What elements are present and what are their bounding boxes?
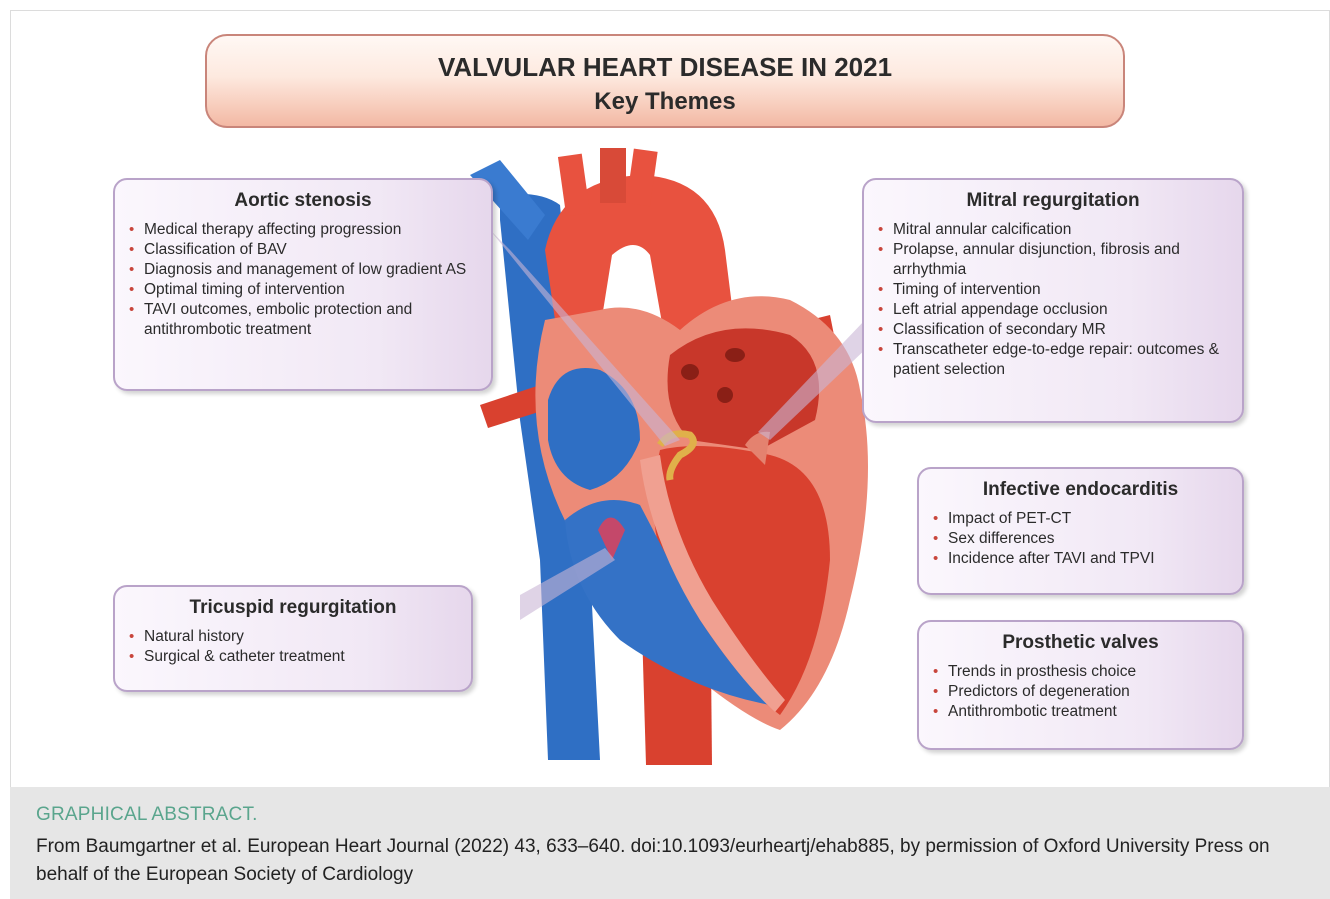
list-item: Diagnosis and management of low gradient…	[129, 260, 485, 280]
list-item: Classification of secondary MR	[878, 320, 1236, 340]
aortic-stenosis-heading: Aortic stenosis	[115, 180, 491, 212]
list-item: TAVI outcomes, embolic protection and an…	[129, 300, 485, 340]
list-item: Classification of BAV	[129, 240, 485, 260]
list-item: Sex differences	[933, 529, 1236, 549]
list-item: Optimal timing of intervention	[129, 280, 485, 300]
prosthetic-valves-heading: Prosthetic valves	[919, 622, 1242, 654]
list-item: Predictors of degeneration	[933, 682, 1236, 702]
list-item: Transcatheter edge-to-edge repair: outco…	[878, 340, 1236, 380]
mitral-regurgitation-box: Mitral regurgitation Mitral annular calc…	[862, 178, 1244, 423]
list-item: Incidence after TAVI and TPVI	[933, 549, 1236, 569]
list-item: Trends in prosthesis choice	[933, 662, 1236, 682]
list-item: Natural history	[129, 627, 465, 647]
list-item: Prolapse, annular disjunction, fibrosis …	[878, 240, 1236, 280]
list-item: Timing of intervention	[878, 280, 1236, 300]
tricuspid-regurgitation-box: Tricuspid regurgitation Natural history …	[113, 585, 473, 692]
diagram-title: VALVULAR HEART DISEASE IN 2021	[207, 52, 1123, 83]
artery-branch-2	[600, 148, 626, 203]
list-item: Surgical & catheter treatment	[129, 647, 465, 667]
list-item: Antithrombotic treatment	[933, 702, 1236, 722]
diagram-subtitle: Key Themes	[207, 88, 1123, 116]
mitral-regurgitation-heading: Mitral regurgitation	[864, 180, 1242, 212]
list-item: Impact of PET-CT	[933, 509, 1236, 529]
list-item: Medical therapy affecting progression	[129, 220, 485, 240]
caption-label: GRAPHICAL ABSTRACT.	[36, 804, 258, 826]
artery-branch-1	[558, 154, 590, 217]
aortic-stenosis-box: Aortic stenosis Medical therapy affectin…	[113, 178, 493, 391]
list-item: Left atrial appendage occlusion	[878, 300, 1236, 320]
graphical-abstract: VALVULAR HEART DISEASE IN 2021 Key Theme…	[0, 0, 1330, 780]
infective-endocarditis-box: Infective endocarditis Impact of PET-CT …	[917, 467, 1244, 595]
caption-area: GRAPHICAL ABSTRACT. From Baumgartner et …	[10, 787, 1330, 899]
title-box: VALVULAR HEART DISEASE IN 2021 Key Theme…	[205, 34, 1125, 128]
tricuspid-regurgitation-heading: Tricuspid regurgitation	[115, 587, 471, 619]
caption-text: From Baumgartner et al. European Heart J…	[36, 833, 1316, 889]
prosthetic-valves-box: Prosthetic valves Trends in prosthesis c…	[917, 620, 1244, 750]
infective-endocarditis-heading: Infective endocarditis	[919, 469, 1242, 501]
list-item: Mitral annular calcification	[878, 220, 1236, 240]
